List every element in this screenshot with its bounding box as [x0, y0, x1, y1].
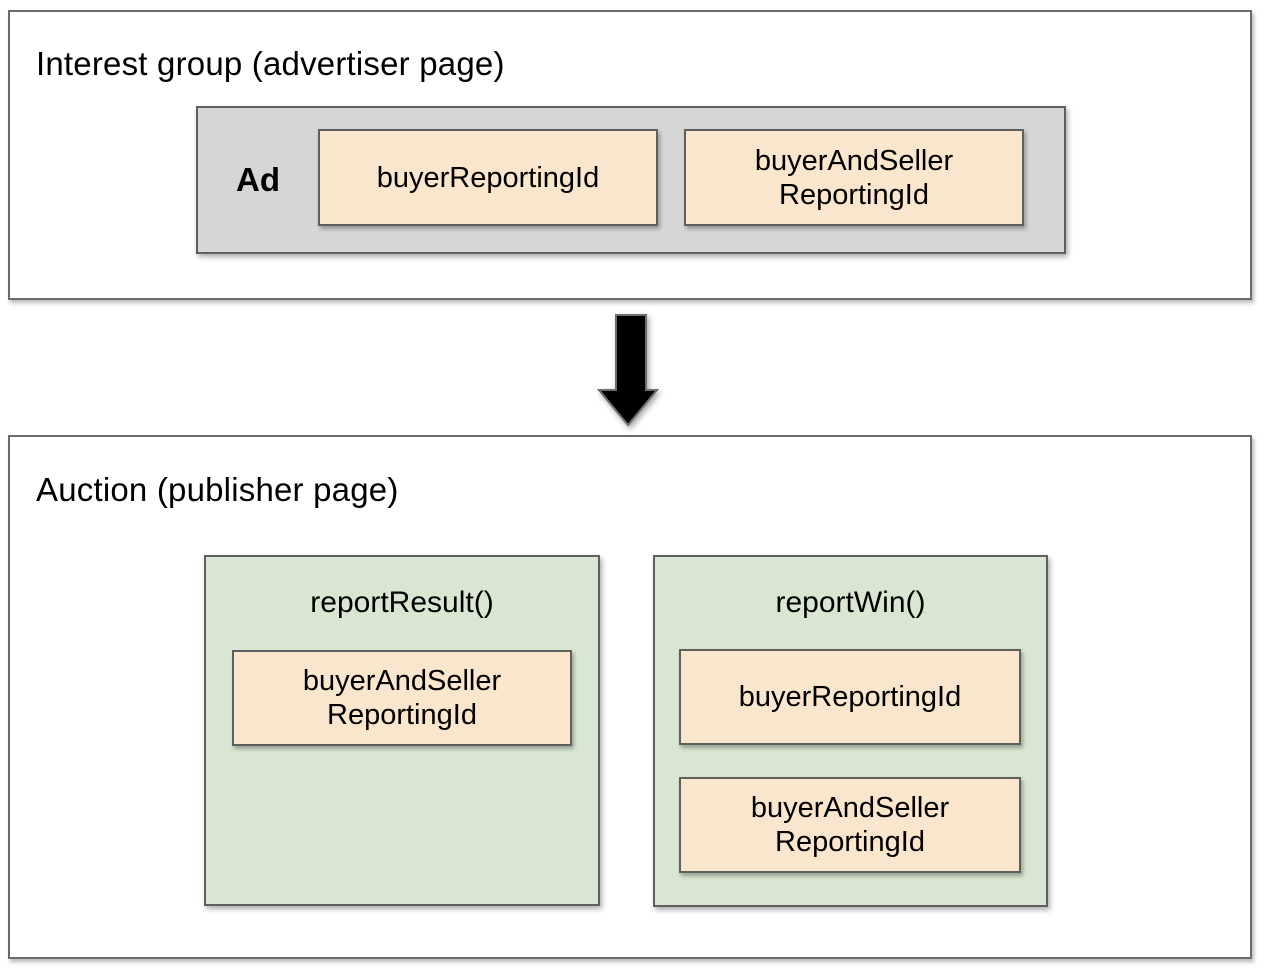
report-win-panel: reportWin() buyerReportingId buyerAndSel…	[653, 555, 1048, 907]
interest-group-title: Interest group (advertiser page)	[36, 45, 505, 82]
buyer-and-seller-reporting-id-chip: buyerAndSeller ReportingId	[679, 777, 1021, 873]
report-win-title: reportWin()	[775, 586, 926, 619]
buyer-reporting-id-chip: buyerReportingId	[679, 649, 1021, 745]
interest-group-box: Interest group (advertiser page) Ad buye…	[8, 10, 1252, 300]
buyer-and-seller-reporting-id-chip: buyerAndSeller ReportingId	[232, 650, 572, 746]
ad-label: Ad	[236, 161, 280, 198]
down-arrow-icon	[595, 313, 663, 427]
buyer-and-seller-reporting-id-chip: buyerAndSeller ReportingId	[684, 129, 1024, 226]
report-result-panel: reportResult() buyerAndSeller ReportingI…	[204, 555, 600, 906]
report-result-title: reportResult()	[310, 586, 494, 619]
buyer-reporting-id-chip: buyerReportingId	[318, 129, 658, 226]
ad-box: Ad buyerReportingId buyerAndSeller Repor…	[196, 106, 1066, 254]
auction-box: Auction (publisher page) reportResult() …	[8, 435, 1252, 959]
auction-title: Auction (publisher page)	[36, 471, 399, 508]
